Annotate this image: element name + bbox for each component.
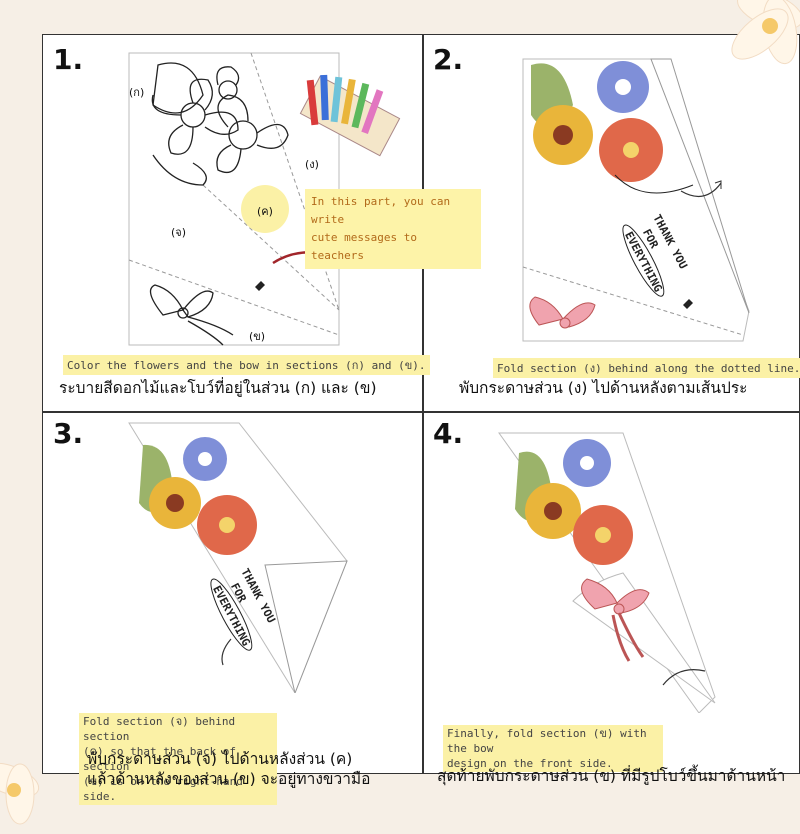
note-line: In this part, you can write — [311, 195, 451, 226]
step-number: 4. — [433, 417, 464, 450]
flower-yellow-icon — [533, 105, 593, 165]
step-caption-th: พับกระดาษส่วน (จ) ไปด้านหลังส่วน (ค) แล้… — [87, 749, 370, 789]
label-cho: (จ) — [171, 226, 187, 239]
outline-bow — [149, 284, 234, 346]
caption-line: (ค) so that the back of section — [83, 745, 237, 773]
highlight-circle — [241, 185, 289, 233]
flower-red-icon — [599, 118, 663, 182]
step-2-illustration: THANK YOU FOR EVERYTHING — [522, 58, 750, 342]
crayon-box-icon — [299, 74, 401, 157]
step-number: 1. — [53, 43, 84, 76]
grid-divider-vertical — [422, 35, 424, 773]
step-panel-3: 3. THANK YOU FOR EVERYTHING Fold section… — [43, 413, 421, 805]
grid-divider-horizontal — [43, 411, 799, 413]
flower-yellow-icon — [525, 483, 581, 539]
flower-blue-icon — [597, 61, 649, 113]
label-ka: (ก) — [129, 86, 145, 99]
step-4-illustration — [498, 432, 716, 713]
plumeria-flower-icon — [0, 762, 40, 825]
step-caption-th: พับกระดาษส่วน (ง) ไปด้านหลังตามเส้นประ — [459, 379, 748, 397]
step-caption-en: Color the flowers and the bow in section… — [63, 355, 430, 375]
step-panel-4: 4. Finally, fold section (ข) with the bo… — [423, 413, 800, 788]
step-1-illustration — [128, 52, 401, 346]
step-panel-2: 2. THANK YOU FOR EVERYTHING — [423, 35, 800, 410]
caption-line: design on the front side. — [447, 757, 613, 770]
bow-pink-icon — [529, 296, 596, 329]
plumeria-flower-icon — [731, 0, 800, 65]
clip-icon — [255, 281, 265, 291]
message-note: In this part, you can write cute message… — [305, 189, 481, 269]
caption-line: แล้วด้านหลังของส่วน (ข) จะอยู่ทางขวามือ — [87, 770, 371, 788]
caption-line: Fold section (จ) behind section — [83, 715, 236, 743]
label-kho: (ข) — [249, 330, 266, 343]
flower-blue-icon — [563, 439, 611, 487]
fold-arrow-icon — [221, 638, 232, 666]
label-ngo: (ง) — [305, 158, 319, 171]
bow-pink-icon — [581, 578, 650, 662]
step-caption-en: Finally, fold section (ข) with the bow d… — [443, 725, 663, 772]
flower-yellow-icon — [149, 477, 201, 529]
step-number: 3. — [53, 417, 84, 450]
instruction-sheet: 1. — [42, 34, 800, 805]
step-number: 2. — [433, 43, 464, 76]
flower-blue-icon — [183, 437, 227, 481]
step-caption-en: Fold section (ง) behind along the dotted… — [493, 358, 800, 378]
step-caption-th: ระบายสีดอกไม้และโบว์ที่อยู่ในส่วน (ก) แล… — [59, 379, 377, 397]
outline-flowers — [151, 62, 289, 186]
step-panel-1: 1. — [43, 35, 430, 410]
caption-line: Finally, fold section (ข) with the bow — [447, 727, 647, 755]
flower-red-icon — [573, 505, 633, 565]
fold-arrow-icon — [662, 669, 706, 686]
step-3-illustration: THANK YOU FOR EVERYTHING — [128, 422, 348, 693]
clip-icon — [683, 299, 693, 309]
fold-arrow-icon — [680, 182, 722, 198]
label-kha: (ค) — [257, 205, 273, 218]
step-caption-en: Fold section (จ) behind section (ค) so t… — [79, 713, 277, 805]
flower-red-icon — [197, 495, 257, 555]
step-caption-th: สุดท้ายพับกระดาษส่วน (ข) ที่มีรูปโบว์ขึ้… — [437, 767, 786, 785]
caption-line: พับกระดาษส่วน (จ) ไปด้านหลังส่วน (ค) — [87, 750, 353, 768]
note-line: cute messages to teachers — [311, 231, 417, 262]
